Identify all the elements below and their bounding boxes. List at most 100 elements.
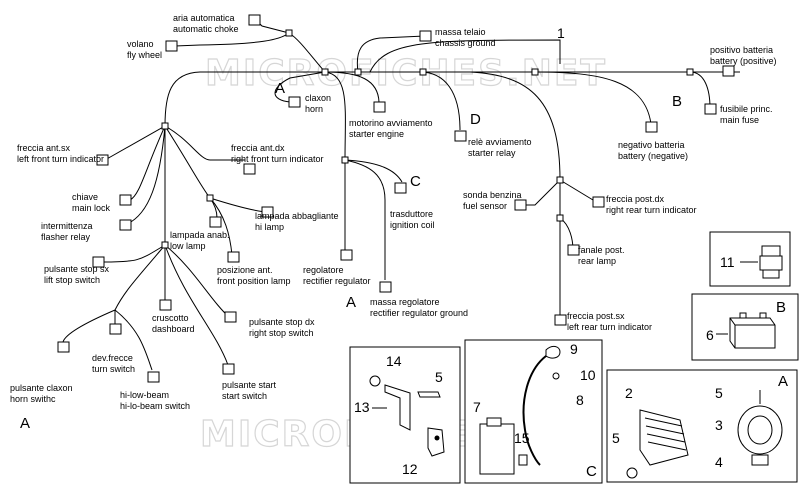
section-letter-b-top: B (672, 93, 682, 110)
label-massa-telaio-en: chassis ground (435, 38, 496, 48)
watermark-top: MICROFICHES.NET (205, 53, 607, 94)
label-cruscotto-it: cruscotto (152, 313, 189, 323)
label-negativo-en: battery (negative) (618, 151, 688, 161)
inset-11-number: 11 (720, 254, 735, 270)
inset-a-5a: 5 (612, 430, 620, 446)
label-rele-en: starter relay (468, 148, 516, 158)
label-lampada-anab-en: low lamp (170, 241, 206, 251)
label-stop-dx-en: right stop switch (249, 328, 314, 338)
label-cruscotto-en: dashboard (152, 324, 195, 334)
terminal-connectors (57, 14, 735, 383)
label-regolatore-en: rectifier regulator (303, 276, 371, 286)
label-stop-sx-en: lift stop switch (44, 275, 100, 285)
label-intermittenza-en: flasher relay (41, 232, 91, 242)
label-hilow-en: hi-lo-beam switch (120, 401, 190, 411)
label-fanale-en: rear lamp (578, 256, 616, 266)
label-positivo-it: positivo batteria (710, 45, 773, 55)
inset-a-5b: 5 (715, 385, 723, 401)
inset-a-2: 2 (625, 385, 633, 401)
section-letter-a-mid: A (346, 294, 356, 311)
wires (62, 21, 740, 371)
label-claxon-btn-it: pulsante claxon (10, 383, 73, 393)
inset-bracket-13: 13 (354, 399, 370, 415)
label-lampada-anab-it: lampada anab. (170, 230, 230, 240)
component-labels: aria automatica automatic choke volano f… (10, 13, 777, 411)
label-motorino-it: motorino avviamento (349, 118, 433, 128)
section-letter-a-top: A (275, 80, 285, 97)
label-devfrecce-it: dev.frecce (92, 353, 133, 363)
junction-nodes (161, 29, 694, 249)
harness-ref-number: 1 (557, 25, 565, 41)
label-sonda-it: sonda benzina (463, 190, 522, 200)
label-posizione-en: front position lamp (217, 276, 291, 286)
label-massa-telaio-it: massa telaio (435, 27, 486, 37)
label-freccia-ant-sx-en: left front turn indicator (17, 154, 104, 164)
label-sonda-en: fuel sensor (463, 201, 507, 211)
label-fusibile-it: fusibile princ. (720, 104, 773, 114)
label-fusibile-en: main fuse (720, 115, 759, 125)
label-negativo-it: negativo batteria (618, 140, 685, 150)
label-freccia-post-dx-it: freccia post.dx (606, 194, 665, 204)
label-fanale-it: fanale post. (578, 245, 625, 255)
label-freccia-ant-sx-it: freccia ant.sx (17, 143, 71, 153)
label-trasduttore-en: ignition coil (390, 220, 435, 230)
inset-c-7: 7 (473, 399, 481, 415)
label-massa-reg-it: massa regolatore (370, 297, 440, 307)
inset-c-sensor: C 9 10 8 7 15 (464, 339, 603, 484)
label-freccia-ant-dx-en: right front turn indicator (231, 154, 324, 164)
section-letter-d-mid: D (470, 111, 481, 128)
label-lampada-abb-en: hi lamp (255, 222, 284, 232)
label-posizione-it: posizione ant. (217, 265, 273, 275)
inset-a-3: 3 (715, 417, 723, 433)
label-claxon-it: claxon (305, 93, 331, 103)
label-chiave-en: main lock (72, 203, 111, 213)
battery-icon (729, 312, 776, 349)
horn-icon (737, 390, 783, 466)
label-massa-reg-en: rectifier regulator ground (370, 308, 468, 318)
inset-bracket: 14 5 13 12 (349, 346, 461, 484)
inset-bracket-12: 12 (402, 461, 418, 477)
label-freccia-ant-dx-it: freccia ant.dx (231, 143, 285, 153)
label-aria-en: automatic choke (173, 24, 239, 34)
inset-b-number: 6 (706, 327, 714, 343)
label-devfrecce-en: turn switch (92, 364, 135, 374)
inset-b-letter: B (776, 299, 786, 316)
label-start-it: pulsante start (222, 380, 277, 390)
regulator-icon (626, 409, 689, 479)
relay-icon (759, 245, 783, 279)
label-aria-it: aria automatica (173, 13, 235, 23)
inset-b-battery: B 6 (691, 293, 799, 361)
inset-bracket-14: 14 (386, 353, 402, 369)
label-chiave-it: chiave (72, 192, 98, 202)
inset-bracket-5: 5 (435, 369, 443, 385)
label-regolatore-it: regolatore (303, 265, 344, 275)
label-start-en: start switch (222, 391, 267, 401)
inset-11-relay: 11 (709, 231, 791, 287)
label-motorino-en: starter engine (349, 129, 404, 139)
inset-a-letter: A (778, 373, 788, 390)
inset-c-letter: C (586, 463, 597, 480)
label-freccia-post-dx-en: right rear turn indicator (606, 205, 697, 215)
label-trasduttore-it: trasduttore (390, 209, 433, 219)
inset-c-8: 8 (576, 392, 584, 408)
label-claxon-btn-en: horn swithc (10, 394, 56, 404)
label-lampada-abb-it: lampada abbagliante (255, 211, 339, 221)
section-letters: A B C D A A (20, 80, 682, 432)
inset-a-4: 4 (715, 454, 723, 470)
bracket-icon (369, 375, 445, 457)
label-stop-sx-it: pulsante stop sx (44, 264, 110, 274)
section-letter-a-left: A (20, 415, 30, 432)
label-freccia-post-sx-en: left rear turn indicator (567, 322, 652, 332)
label-volano-en: fly wheel (127, 50, 162, 60)
label-claxon-en: horn (305, 104, 323, 114)
label-positivo-en: battery (positive) (710, 56, 777, 66)
section-letter-c-mid: C (410, 173, 421, 190)
label-rele-it: relè avviamento (468, 137, 532, 147)
label-hilow-it: hi-low-beam (120, 390, 169, 400)
label-stop-dx-it: pulsante stop dx (249, 317, 315, 327)
label-intermittenza-it: intermittenza (41, 221, 93, 231)
inset-a-regulator-horn: A 2 5 5 3 4 (606, 369, 798, 483)
label-volano-it: volano (127, 39, 154, 49)
label-freccia-post-sx-it: freccia post.sx (567, 311, 625, 321)
